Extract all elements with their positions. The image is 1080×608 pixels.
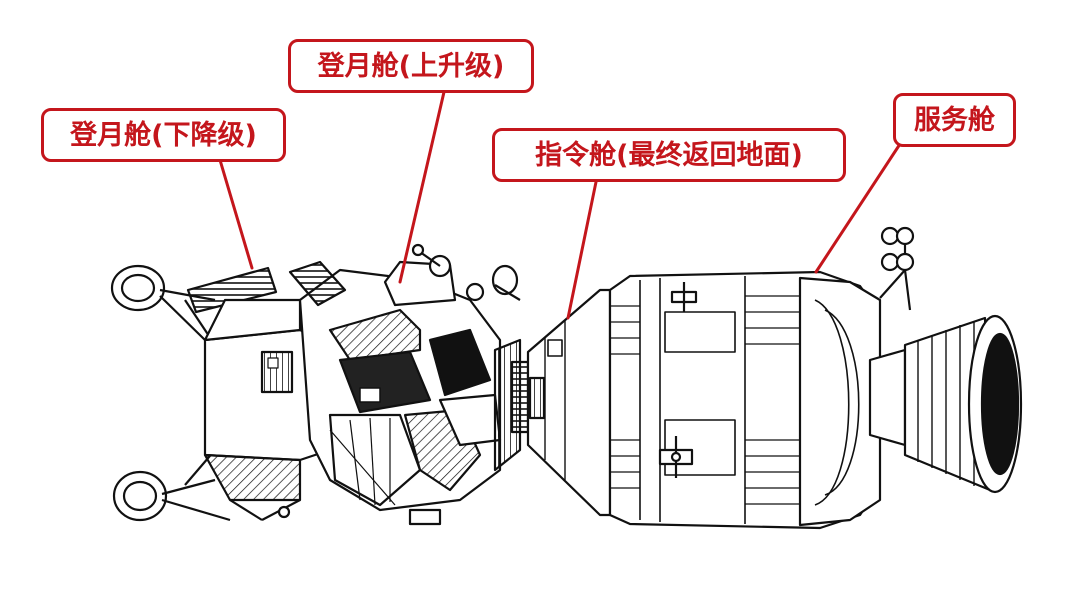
lunar-module [110,243,522,526]
label-lunar-module-ascent-stage: 登月舱(上升级) [288,39,534,93]
leader-service-module [814,142,902,274]
high-gain-antenna [879,226,915,311]
leader-descent-stage [218,158,254,270]
leader-ascent-stage [398,90,446,284]
rcs-thruster-quad [658,282,698,478]
leader-command-module [566,180,598,320]
leader-lines [218,90,902,320]
label-service-module: 服务舱 [893,93,1016,147]
command-service-module [510,226,1023,530]
engine-nozzle [868,314,1023,494]
label-command-module: 指令舱(最终返回地面) [492,128,846,182]
label-lunar-module-descent-stage: 登月舱(下降级) [41,108,286,162]
landing-pad-top [110,264,166,312]
landing-pad-bottom [112,470,168,522]
